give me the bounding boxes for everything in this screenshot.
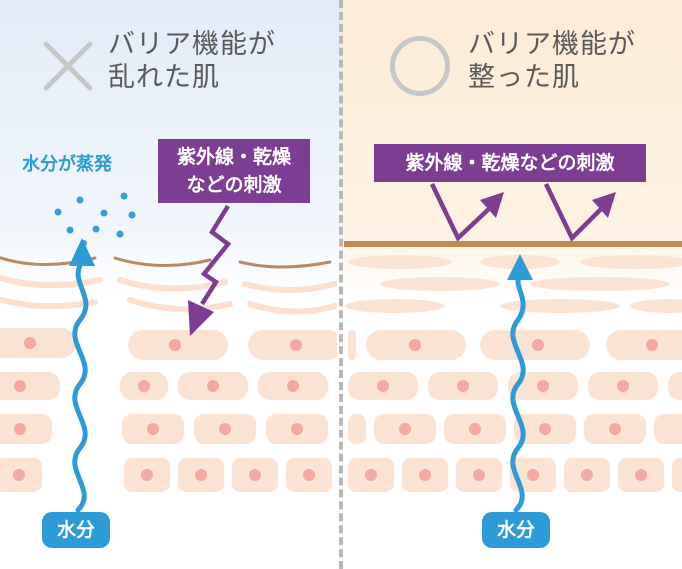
disrupted-skin-layers (0, 256, 337, 492)
stimulus-penetrating-arrow (188, 204, 232, 336)
barrier-fragment (113, 256, 212, 267)
left-panel-title: バリア機能が 乱れた肌 (108, 28, 276, 94)
barrier-fragment (238, 260, 332, 269)
evaporation-label: 水分が蒸発 (22, 154, 112, 175)
stimulus-label-left: 紫外線・乾燥 などの刺激 (158, 139, 310, 203)
cross-icon (40, 38, 96, 94)
stimulus-line1: 紫外線・乾燥 (176, 146, 291, 168)
stimulus-line2: などの刺激 (186, 174, 282, 196)
water-badge-right: 水分 (482, 512, 550, 548)
barrier-line (344, 241, 682, 247)
right-title-line2: 整った肌 (468, 62, 580, 93)
evaporating-water-dots (54, 192, 136, 246)
stimulus-blocked-arrows (429, 183, 606, 242)
water-escape-arrow (69, 238, 95, 513)
left-title-line2: 乱れた肌 (108, 62, 220, 93)
left-title-line1: バリア機能が (108, 29, 276, 60)
water-retained-arrow (507, 254, 533, 513)
water-badge-left: 水分 (42, 512, 110, 548)
healthy-skin-layers (344, 241, 682, 492)
right-title-line1: バリア機能が (468, 29, 636, 60)
circle-icon (390, 36, 450, 96)
stimulus-label-right: 紫外線・乾燥などの刺激 (374, 144, 646, 182)
panel-divider (339, 0, 343, 569)
right-panel-title: バリア機能が 整った肌 (468, 28, 636, 94)
